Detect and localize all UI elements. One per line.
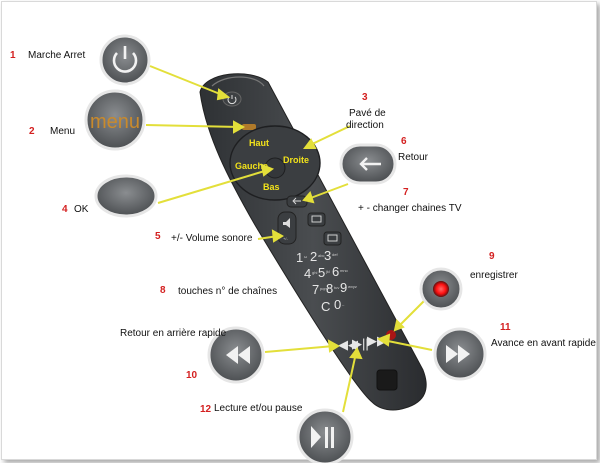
remote-key-2: 2: [310, 249, 317, 264]
remote-key-1: 1: [296, 250, 303, 265]
remote-bottom-pad: [376, 369, 398, 391]
label-number-2: 2: [29, 126, 35, 137]
remote-key-sub: tuv: [334, 285, 339, 290]
remote-key-sub: jkl: [325, 269, 330, 274]
label-number-11: 11: [500, 322, 511, 333]
remote-channel-icon-1: [311, 215, 322, 223]
arrow-rewind-head: [327, 339, 340, 353]
arrow-rewind: [264, 345, 335, 353]
remote-key-c: C: [321, 299, 330, 314]
remote-channel-icon-2: [327, 234, 338, 242]
remote-key-sub: def: [332, 252, 338, 257]
remote-key-3: 3: [324, 248, 331, 263]
arrow-play: [342, 352, 357, 413]
zoom-ok: [94, 174, 158, 218]
arrow-power: [149, 65, 226, 97]
label-dpad-line2: direction: [346, 120, 384, 131]
label-number-keys: touches n° de chaînes: [178, 286, 278, 297]
dpad-down-label: Bas: [263, 182, 280, 192]
label-dpad-line1: Pavé de: [349, 108, 386, 119]
arrow-back-head: [302, 191, 315, 204]
arrow-ok-head: [260, 163, 275, 177]
label-rewind: Retour en arrière rapide: [120, 328, 227, 339]
dpad-up-label: Haut: [249, 138, 269, 148]
label-number-12: 12: [200, 404, 212, 415]
remote-key-6: 6: [332, 264, 339, 279]
zoom-back: [339, 143, 397, 185]
label-ok: OK: [74, 204, 89, 215]
label-menu: Menu: [50, 126, 76, 137]
label-number-4: 4: [62, 204, 68, 215]
remote-back-button: [286, 195, 308, 208]
label-forward: Avance en avant rapide: [491, 338, 596, 349]
zoom-power: [99, 34, 151, 86]
zoom-rewind: [207, 326, 265, 384]
arrow-back: [307, 183, 349, 200]
label-channels: + - changer chaines TV: [358, 203, 462, 214]
label-play-pause: Lecture et/ou pause: [214, 403, 303, 414]
remote-key-0: 0: [334, 297, 341, 312]
remote-key-sub: pqrs: [320, 286, 328, 291]
arrow-dpad: [307, 125, 351, 147]
remote-key-sub: mno: [340, 268, 349, 273]
zoom-record: [419, 267, 463, 311]
remote-play-pause-icon: ▶||: [352, 336, 369, 351]
arrow-forward: [382, 339, 433, 351]
label-record: enregistrer: [470, 270, 518, 281]
arrow-dpad-head: [303, 138, 317, 149]
arrow-menu: [145, 124, 241, 128]
arrow-forward-head: [376, 333, 391, 347]
remote-back-icon: [292, 197, 301, 205]
label-number-5: 5: [155, 231, 161, 242]
label-number-3: 3: [362, 92, 368, 103]
label-number-7: 7: [403, 187, 409, 198]
zoom-play-pause: [296, 408, 354, 463]
label-back: Retour: [398, 152, 429, 163]
dpad-right-label: Droite: [283, 155, 309, 165]
remote-channel-up-button: [307, 212, 326, 227]
arrow-ok: [157, 169, 269, 204]
remote-volume-sub: +/-: [283, 236, 288, 241]
remote-key-sub: ω: [304, 254, 307, 259]
remote-channel-down-button: [323, 231, 342, 246]
label-number-9: 9: [489, 251, 495, 262]
label-number-8: 8: [160, 285, 166, 296]
remote-power-icon: [227, 95, 237, 105]
callout-arrows: [145, 65, 433, 413]
label-volume: +/- Volume sonore: [171, 233, 253, 244]
remote-menu-button: [242, 124, 256, 130]
zoom-forward: [433, 327, 487, 381]
remote-key-7: 7: [312, 282, 319, 297]
remote-key-5: 5: [318, 265, 325, 280]
remote-rewind-icon: ◀◀: [338, 337, 358, 352]
label-number-1: 1: [10, 50, 16, 61]
remote-key-sub: wxyz: [348, 284, 357, 289]
remote-key-sub: abc: [318, 253, 324, 258]
remote-key-sub: _: [341, 301, 345, 306]
zoom-menu-text: menu: [90, 111, 140, 133]
label-number-6: 6: [401, 136, 407, 147]
label-number-10: 10: [186, 370, 198, 381]
remote-key-sub: ghi: [312, 270, 317, 275]
dpad-left-label: Gauche: [235, 161, 268, 171]
remote-key-9: 9: [340, 280, 347, 295]
arrow-record-head: [393, 319, 405, 332]
arrow-power-head: [216, 88, 231, 101]
arrow-volume-head: [271, 229, 284, 243]
zoom-menu: menu: [84, 89, 146, 151]
remote-key-4: 4: [304, 266, 311, 281]
remote-key-8: 8: [326, 281, 333, 296]
arrow-record: [397, 299, 426, 328]
remote-top-highlight: [211, 76, 265, 87]
label-power: Marche Arret: [28, 50, 86, 61]
remote-volume-icon: [283, 218, 290, 228]
arrow-play-head: [349, 347, 363, 360]
arrow-menu-head: [233, 120, 246, 134]
